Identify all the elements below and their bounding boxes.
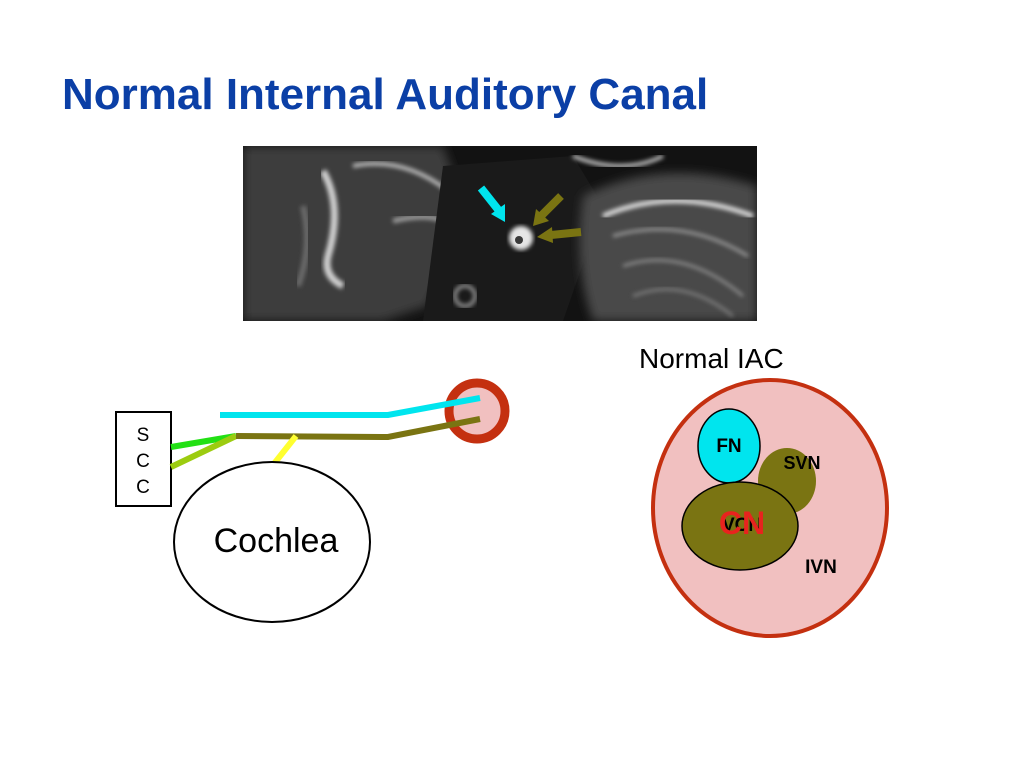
mri-arrow-olive-lower bbox=[537, 227, 582, 243]
mri-scan-graphic bbox=[243, 146, 757, 321]
vestibulocochlear-nerve-line bbox=[235, 416, 481, 441]
scc-letter-3: C bbox=[136, 477, 150, 498]
iac-ring bbox=[444, 378, 510, 444]
facial-nerve-line bbox=[220, 395, 481, 418]
scc-nerve-lightgreen bbox=[169, 433, 238, 470]
cn-nerve bbox=[681, 481, 799, 571]
scc-letter-1: S bbox=[137, 425, 150, 446]
mri-arrow-cyan bbox=[477, 185, 505, 222]
scc-letter-2: C bbox=[136, 451, 150, 472]
cn-label: CN bbox=[719, 505, 765, 541]
mri-image bbox=[243, 146, 757, 321]
vcn-label: VCN bbox=[722, 515, 762, 536]
slide-title: Normal Internal Auditory Canal bbox=[62, 70, 709, 119]
ivn-label: IVN bbox=[805, 557, 837, 578]
cochlear-nerve-line bbox=[270, 434, 299, 467]
scc-nerve-green bbox=[170, 433, 237, 450]
normal-iac-caption: Normal IAC bbox=[639, 343, 784, 374]
cochlea-oval bbox=[173, 461, 371, 623]
mri-arrow-olive-upper bbox=[533, 193, 564, 226]
cochlea-label: Cochlea bbox=[214, 522, 339, 560]
scc-box bbox=[115, 411, 172, 507]
fn-label: FN bbox=[716, 436, 741, 457]
svn-label: SVN bbox=[783, 453, 820, 473]
